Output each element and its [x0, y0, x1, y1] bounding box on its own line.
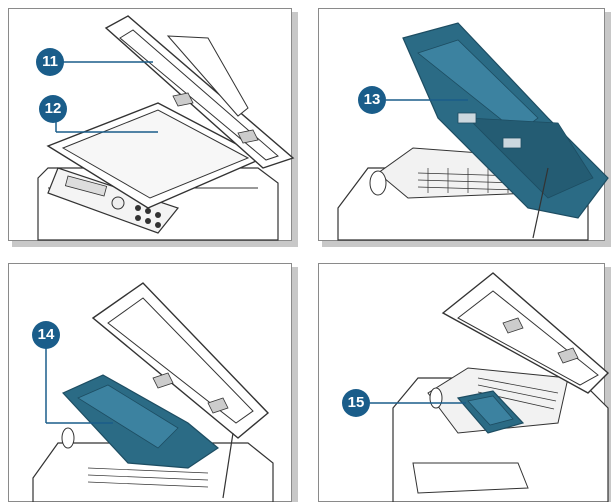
printer-lid-open-illustration: [8, 8, 298, 247]
figure-panel-inner-cover: 14: [8, 263, 298, 502]
callout-badge: [39, 95, 67, 123]
figure-panel-scan-unit: 13: [318, 8, 611, 247]
toner-cartridge-illustration: [318, 263, 611, 502]
figure-panel-toner-cartridge: 15: [318, 263, 611, 502]
callout-badge: [36, 48, 64, 76]
callout-badge: [32, 321, 60, 349]
callout-number: 14: [37, 326, 55, 343]
callout-badge: [358, 86, 386, 114]
callout-badge: [342, 389, 370, 417]
callout-number: 15: [347, 394, 365, 411]
callout-number: 12: [44, 100, 62, 117]
figure-panel-scanner-lid: 11 12: [8, 8, 298, 247]
scan-unit-lifted-illustration: [318, 8, 611, 247]
inner-cover-open-illustration: [8, 263, 298, 502]
callout-number: 11: [42, 53, 58, 70]
callout-number: 13: [363, 91, 381, 108]
